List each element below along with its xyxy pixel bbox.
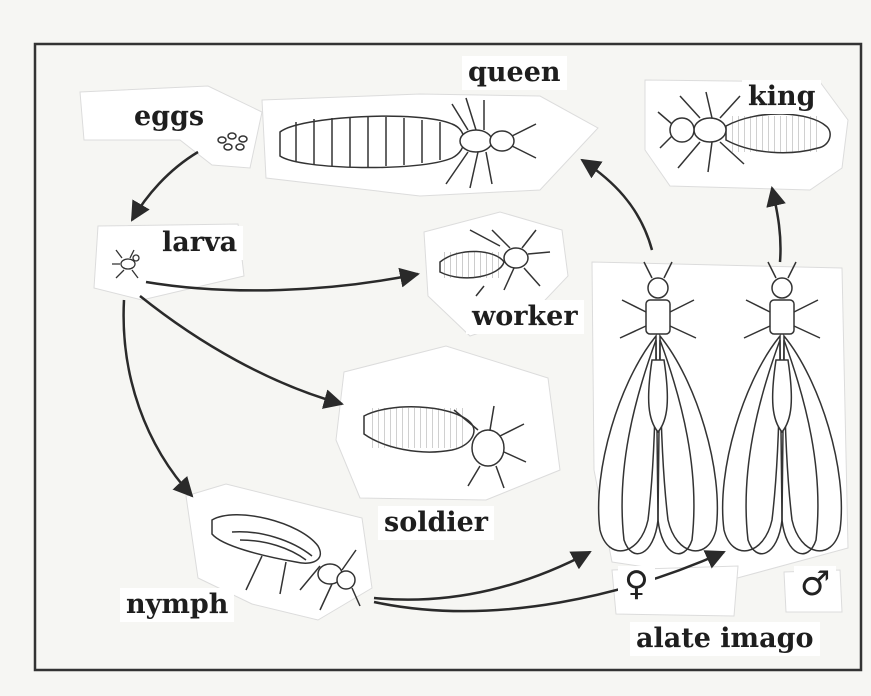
arrow-nymph-to-female-alate [374, 552, 590, 600]
arrow-larva-to-soldier [140, 296, 342, 404]
label-queen: queen [462, 56, 567, 90]
arrow-male-alate-to-king [772, 188, 781, 262]
label-larva: larva [156, 226, 243, 260]
female-symbol: ♀ [618, 566, 655, 603]
label-alate-imago: alate imago [630, 622, 820, 656]
male-symbol: ♂ [794, 566, 836, 603]
label-eggs: eggs [128, 100, 210, 134]
arrow-female-alate-to-queen [582, 160, 652, 250]
label-soldier: soldier [378, 506, 494, 540]
label-worker: worker [466, 300, 584, 334]
label-king: king [742, 80, 821, 114]
arrow-larva-to-nymph [124, 300, 192, 496]
arrow-eggs-to-larva [132, 152, 198, 220]
label-nymph: nymph [120, 588, 234, 622]
